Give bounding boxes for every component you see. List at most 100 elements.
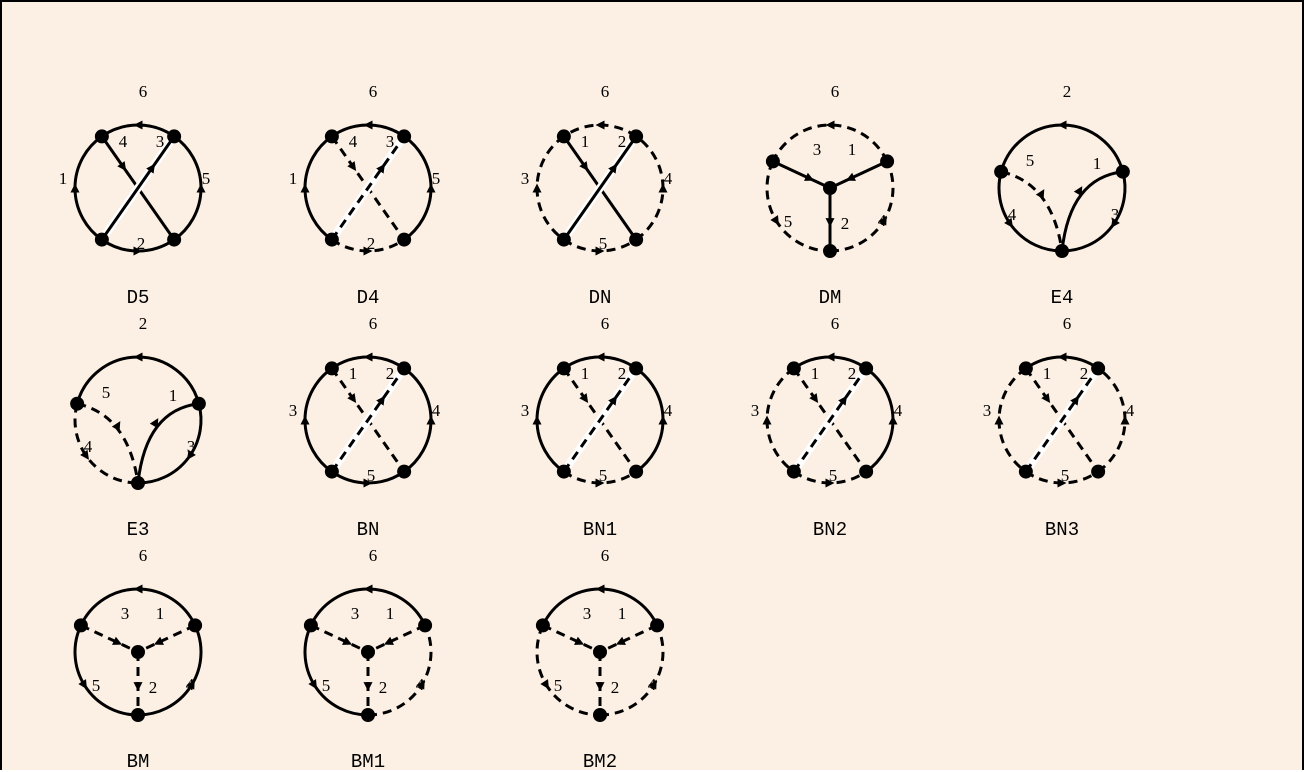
arrow-head [363, 682, 373, 692]
diagram-caption: D5 [127, 287, 150, 309]
vertex-dot [1091, 361, 1106, 376]
propagator-label: 1 [349, 364, 358, 383]
arrow-head [363, 246, 373, 256]
propagator-label: 2 [1063, 82, 1072, 101]
propagator-label: 6 [1063, 314, 1072, 333]
propagator-label: 4 [664, 401, 673, 420]
arrow-head [363, 352, 373, 362]
vertex-dot [994, 164, 1009, 179]
propagator-label: 6 [601, 82, 610, 101]
vertex-dot [629, 361, 644, 376]
arrow-head [825, 478, 835, 488]
propagator-label: 2 [149, 678, 158, 697]
vertex-dot [786, 361, 801, 376]
propagator-label: 1 [848, 140, 857, 159]
arrow-head [300, 415, 310, 425]
arrow-head [595, 352, 605, 362]
arrow-head [825, 120, 835, 130]
propagator-label: 3 [751, 401, 760, 420]
propagator-3 [535, 135, 565, 241]
arrow-head [363, 584, 373, 594]
arrow-head [186, 679, 195, 690]
propagator-label: 4 [878, 211, 887, 230]
propagator-3 [542, 624, 601, 654]
vertex-dot [191, 396, 206, 411]
arrow-head [363, 478, 373, 488]
propagator-label: 1 [289, 169, 298, 188]
arrow-head [595, 682, 605, 692]
vertex-dot [397, 464, 412, 479]
vertex-dot [1115, 164, 1130, 179]
arrow-head [133, 120, 143, 130]
arrow-head [133, 352, 143, 362]
propagator-label: 5 [599, 234, 608, 253]
propagator-1 [829, 160, 888, 190]
arrow-head [595, 584, 605, 594]
vertex-dot [397, 232, 412, 247]
vertex-dot [94, 129, 109, 144]
propagator-label: 4 [1008, 205, 1017, 224]
vertex-dot [880, 154, 895, 169]
propagator-5 [303, 624, 369, 717]
arrow-head [342, 636, 353, 645]
diagram-caption: BN [357, 519, 380, 541]
propagator-label: 5 [367, 466, 376, 485]
propagator-label: 4 [894, 401, 903, 420]
vertex-dot [324, 361, 339, 376]
arrow-head [888, 415, 898, 425]
vertex-dot [397, 361, 412, 376]
vertex-dot [324, 129, 339, 144]
propagator-label: 3 [1111, 205, 1120, 224]
propagator-4 [367, 624, 433, 717]
arrow-head [1057, 478, 1067, 488]
arrow-head [196, 183, 206, 193]
arrow-head [383, 636, 394, 645]
propagator-label: 1 [59, 169, 68, 188]
propagator-4 [403, 367, 433, 473]
vertex-dot [823, 244, 837, 258]
vertex-dot [303, 618, 318, 633]
vertex-dot [324, 464, 339, 479]
propagator-label: 3 [289, 401, 298, 420]
arrow-head [347, 161, 357, 172]
arrow-head [540, 679, 549, 690]
diagram-caption: E3 [127, 519, 150, 541]
propagator-label: 3 [813, 140, 822, 159]
propagator-label: 3 [583, 604, 592, 623]
propagator-label: 2 [379, 678, 388, 697]
propagator-label: 4 [349, 132, 358, 151]
arrow-head [300, 183, 310, 193]
vertex-dot [131, 476, 145, 490]
propagator-label: 5 [829, 466, 838, 485]
arrow-head [658, 415, 668, 425]
propagator-label: 5 [102, 383, 111, 402]
arrow-head [133, 246, 143, 256]
arrow-head [80, 449, 89, 460]
arrow-head [1120, 415, 1130, 425]
vertex-dot [650, 618, 665, 633]
vertex-dot [556, 361, 571, 376]
propagator-label: 6 [369, 82, 378, 101]
propagator-label: 2 [137, 234, 146, 253]
arrow-head [825, 352, 835, 362]
propagator-3 [535, 367, 565, 473]
arrow-head [762, 415, 772, 425]
vertex-dot [823, 181, 837, 195]
propagator-label: 6 [831, 314, 840, 333]
arrow-head [1073, 186, 1083, 197]
arrow-head [426, 183, 436, 193]
propagator-label: 2 [386, 364, 395, 383]
propagator-2 [100, 135, 176, 241]
diagram-caption: DM [819, 287, 842, 309]
arrow-head [878, 215, 887, 226]
arrow-head [363, 120, 373, 130]
propagator-3 [303, 367, 333, 473]
propagator-label: 2 [848, 364, 857, 383]
